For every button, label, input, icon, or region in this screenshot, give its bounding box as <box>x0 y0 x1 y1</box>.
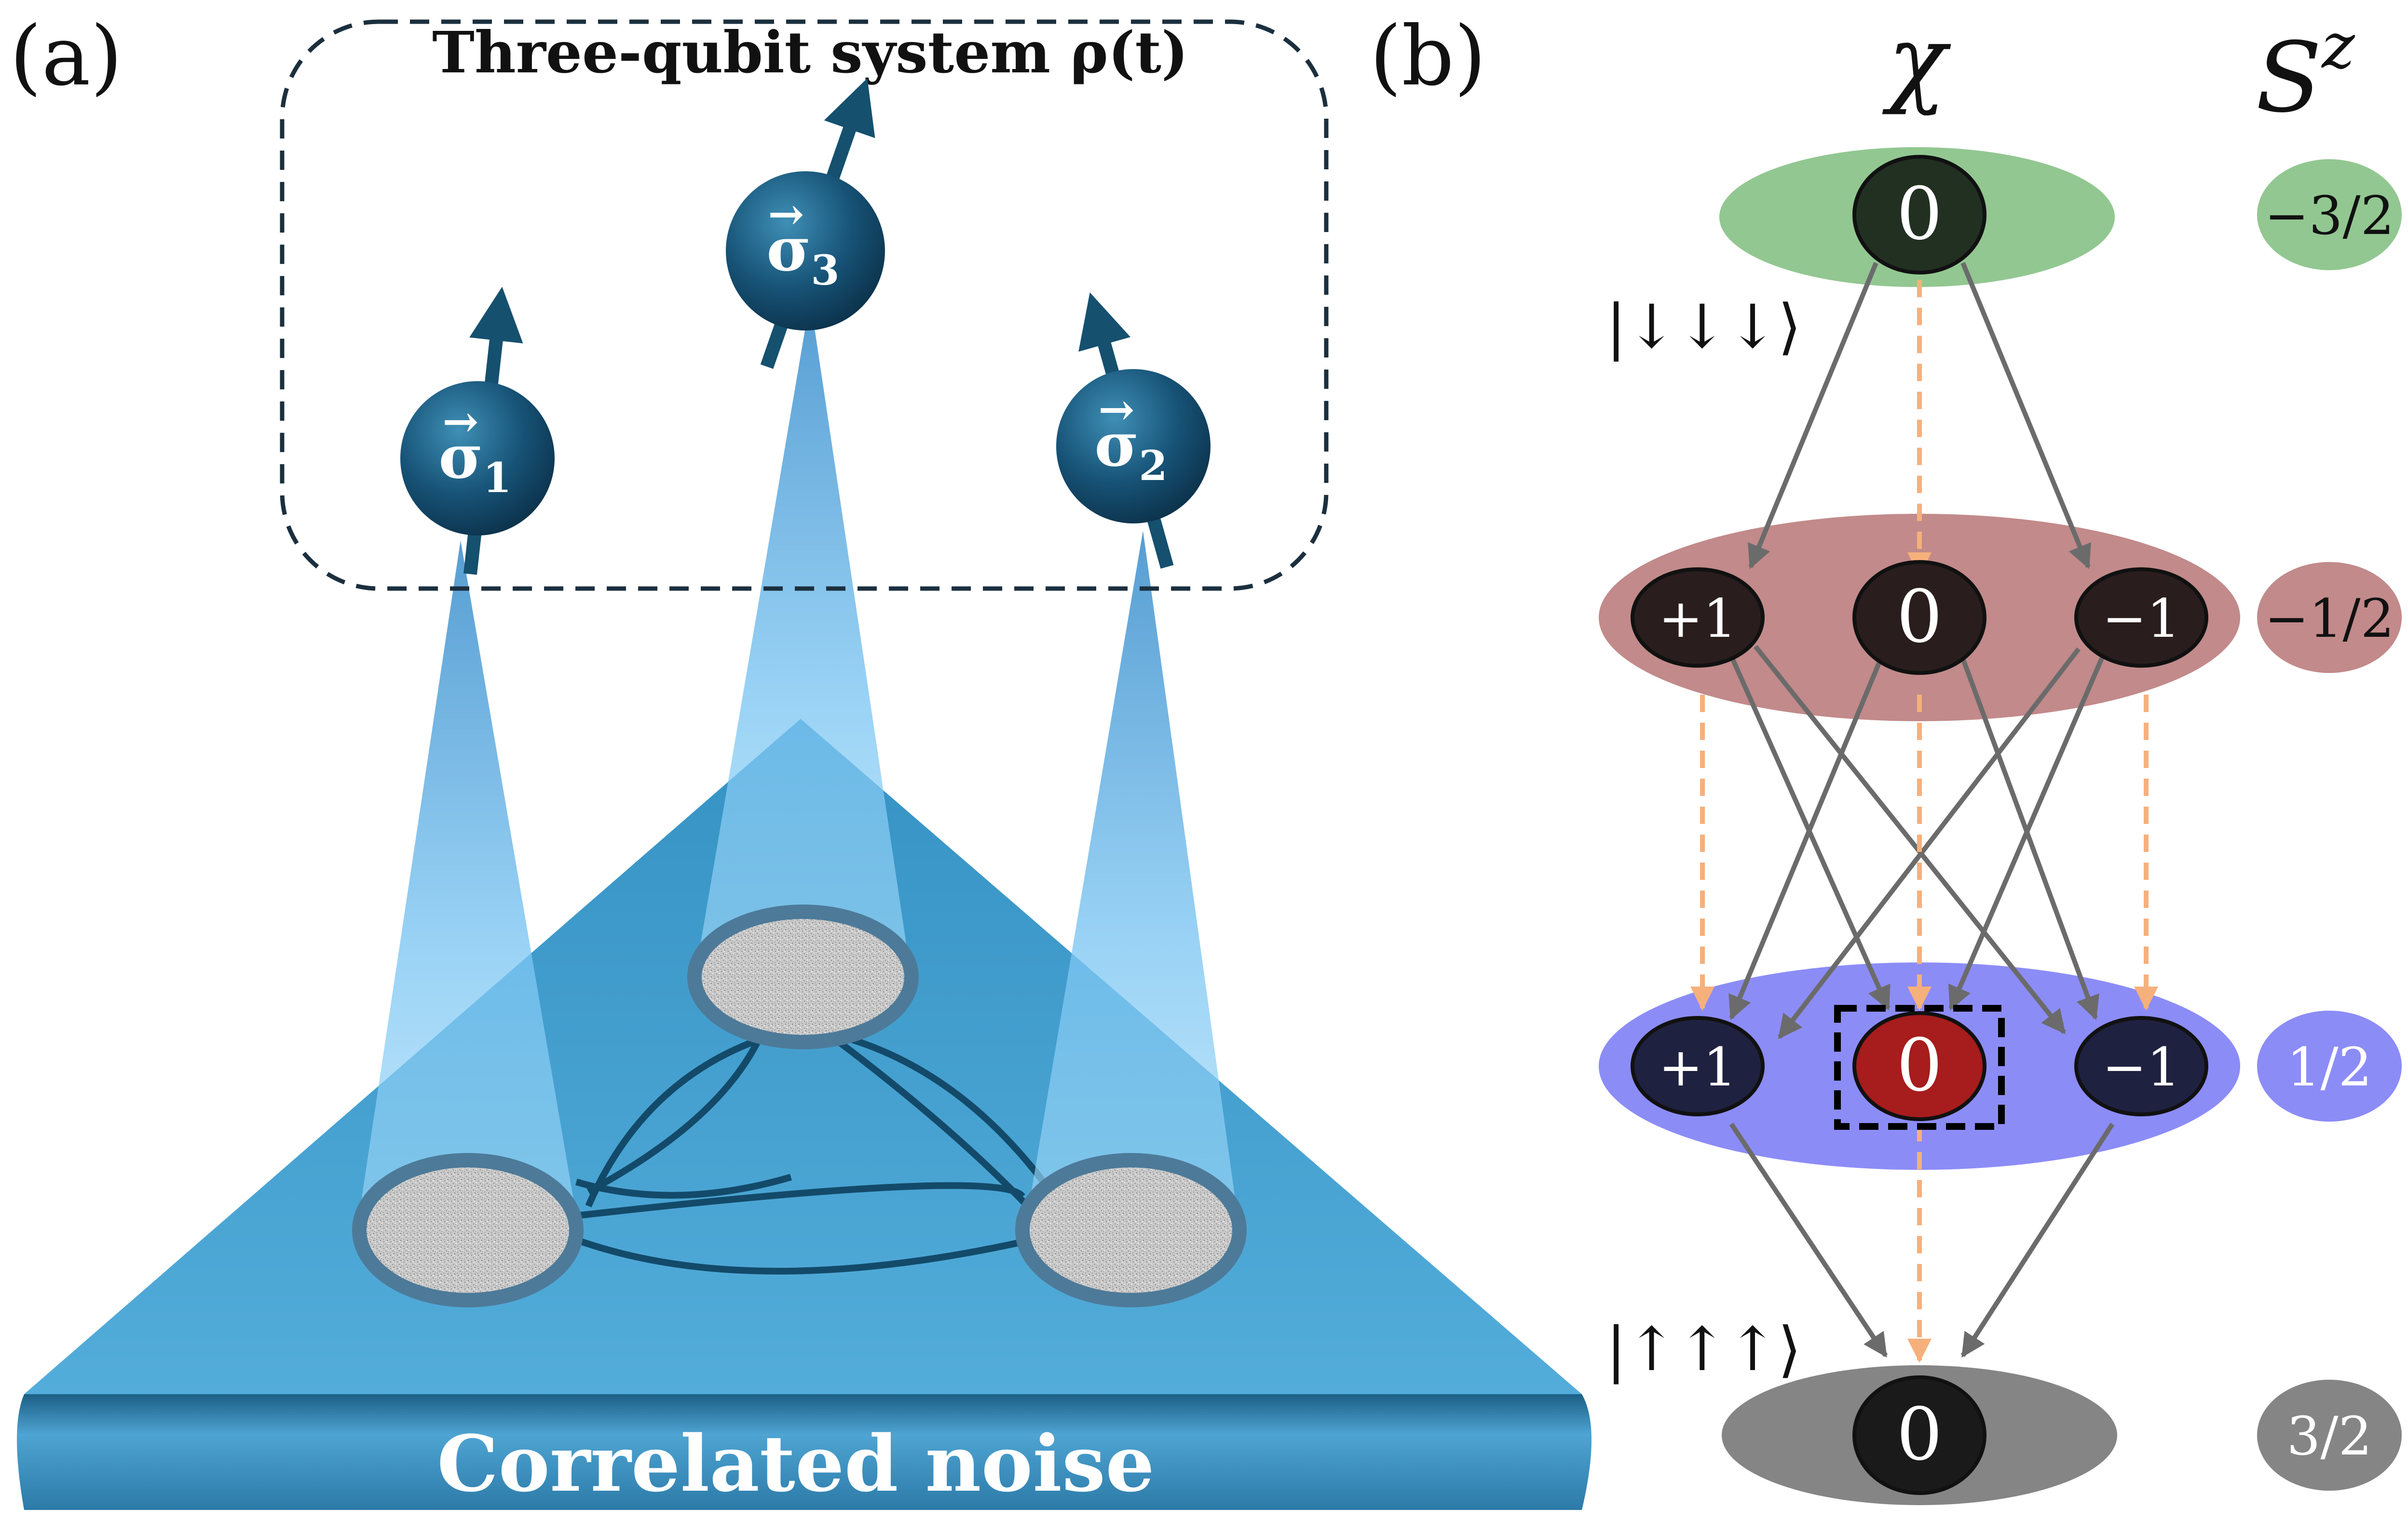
col-sz-header: Sz <box>2256 9 2355 134</box>
highlight-box <box>1834 1005 2005 1130</box>
level-2-node-minus1: −1 <box>2102 1036 2180 1098</box>
noise-disk-2 <box>1015 1153 1247 1307</box>
qubit-2-vec-arrow: → <box>1098 384 1134 435</box>
qubit-3-vec-arrow: → <box>768 189 804 240</box>
dashed-arrows <box>1690 280 2158 1363</box>
cone-3 <box>694 299 912 979</box>
panel-b-label: (b) <box>1370 9 1486 104</box>
ket-down: |↓↓↓⟩ <box>1606 292 1801 362</box>
level-3-nodes: 0 <box>1852 1375 1986 1495</box>
qubit-1-sphere <box>400 381 555 535</box>
level-0-node-0: 0 <box>1896 172 1942 256</box>
qubit-2: σ2 → <box>1056 292 1211 569</box>
level-1-node-plus1: +1 <box>1659 588 1737 649</box>
level-1-node-minus1: −1 <box>2102 588 2180 649</box>
panel-a: (a) Correlated noise <box>10 9 1592 1510</box>
col-chi-header: χ <box>1882 5 1951 117</box>
qubit-3: σ3 → <box>726 78 885 369</box>
level-2-nodes: +1 0 −1 <box>1631 1005 2208 1130</box>
cones <box>357 299 1239 1230</box>
noise-disk-1 <box>352 1153 584 1307</box>
noise-disk-3 <box>687 905 919 1049</box>
base-label: Correlated noise <box>437 1418 1155 1509</box>
qubit-2-sphere <box>1056 369 1211 523</box>
ket-up: |↑↑↑⟩ <box>1606 1315 1801 1385</box>
level-1-node-0: 0 <box>1896 575 1942 659</box>
level-1-nodes: +1 0 −1 <box>1631 560 2208 675</box>
cone-1 <box>357 540 579 1230</box>
base-slab <box>17 1394 1592 1510</box>
panel-a-label: (a) <box>10 9 122 104</box>
level-0-nodes: 0 <box>1852 155 1986 274</box>
panel-b: (b) χ Sz |↓↓↓⟩ |↑↑↑⟩ <box>1370 5 2402 1505</box>
sz-level-3: 3/2 <box>2286 1405 2372 1467</box>
sz-column: −3/2 −1/2 1/2 3/2 <box>2257 159 2402 1491</box>
system-box <box>280 19 1329 591</box>
solid-arrows <box>1728 262 2115 1358</box>
cone-2 <box>1025 531 1239 1230</box>
sz-level-2: 1/2 <box>2286 1036 2372 1098</box>
system-title: Three-qubit system ρ(t) <box>432 19 1188 86</box>
sz-level-0: −3/2 <box>2264 185 2394 247</box>
level-2-node-0: 0 <box>1896 1024 1942 1108</box>
qubit-2-label: σ2 <box>1094 410 1167 490</box>
qubit-1-label: σ1 <box>438 422 511 502</box>
qubit-1: σ1 → <box>400 287 555 575</box>
noise-disks <box>352 905 1247 1307</box>
qubit-3-label: σ3 <box>766 214 839 295</box>
qubit-1-vec-arrow: → <box>442 396 478 447</box>
sz-level-1: −1/2 <box>2264 588 2394 649</box>
qubit-3-sphere <box>726 171 885 330</box>
level-2-node-plus1: +1 <box>1659 1036 1737 1098</box>
level-3-node-0: 0 <box>1896 1393 1942 1477</box>
